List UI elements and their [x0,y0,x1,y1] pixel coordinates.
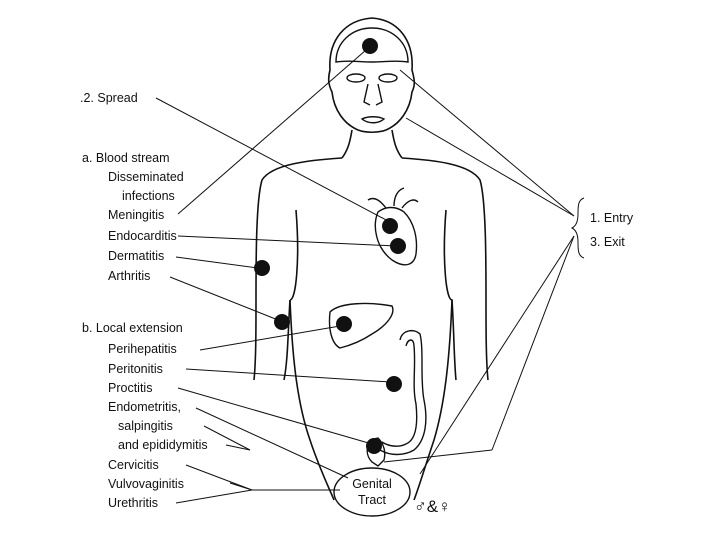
label-local-extension: b. Local extension [82,321,183,335]
label-dermatitis: Dermatitis [108,249,164,263]
right-shoulder-arm [401,157,489,381]
sex-symbols: ♂&♀ [414,497,451,516]
nose [363,83,383,106]
liver-dot [336,316,352,332]
label-exit: 3. Exit [590,235,625,249]
genital-tract-label-2: Tract [358,493,387,507]
heart-dot-lower [390,238,406,254]
right-labels: 1. Entry 3. Exit [590,211,634,249]
line-vulvovaginitis [229,482,253,491]
label-cervicitis: Cervicitis [108,458,159,472]
heart-vessels [367,187,419,209]
line-proctitis [177,387,373,445]
liver-outline [328,302,394,349]
right-torso [443,209,457,381]
left-shoulder-arm [253,157,343,381]
label-peritonitis: Peritonitis [108,362,163,376]
brain-dot [362,38,378,54]
line-endocarditis [177,235,397,247]
line-salpingitis [203,425,251,451]
left-eye [346,73,366,83]
label-blood-stream: a. Blood stream [82,151,170,165]
head-outline [327,17,416,134]
line-exit-tract [491,235,575,451]
heart-outline [374,206,418,266]
mouth [360,116,386,124]
line-exit-uterus [383,449,493,463]
genital-tract-label-1: Genital [352,477,392,491]
label-endometritis-2: salpingitis [118,419,173,433]
line-endometritis [195,407,349,479]
line-meningitis [177,49,367,215]
label-disseminated-1: Disseminated [108,170,184,184]
entry-exit-brace [570,197,585,259]
label-urethritis: Urethritis [108,496,158,510]
label-spread: .2. Spread [80,91,138,105]
body-outline [253,17,489,501]
label-meningitis: Meningitis [108,208,164,222]
label-disseminated-2: infections [122,189,175,203]
genital-tract-bubble [333,467,411,517]
right-hip [413,299,453,501]
left-hip [289,299,335,501]
label-arthritis: Arthritis [108,269,150,283]
label-entry: 1. Entry [590,211,634,225]
line-arthritis [169,276,279,321]
label-proctitis: Proctitis [108,381,152,395]
rectum-dot [366,438,382,454]
label-endometritis-1: Endometritis, [108,400,181,414]
line-epididymitis [225,444,251,451]
left-inner-arm [283,299,291,381]
line-spread [155,97,391,223]
colon-outline [379,329,427,456]
left-labels: .2. Spread a. Blood stream Disseminated … [80,91,208,510]
neck-left [341,129,353,159]
left-torso [289,209,299,301]
line-dermatitis [175,256,259,269]
label-vulvovaginitis: Vulvovaginitis [108,477,184,491]
colon-inner [381,339,418,447]
infection-sites [254,38,406,454]
elbow-joint-dot [274,314,290,330]
brain-outline [335,27,409,63]
peritoneum-dot [386,376,402,392]
arm-skin-dot [254,260,270,276]
line-cervicitis [185,464,253,491]
label-perihepatitis: Perihepatitis [108,342,177,356]
heart-dot-upper [382,218,398,234]
line-peritonitis [185,368,391,383]
line-perihepatitis [199,325,341,351]
line-entry-eye [399,69,575,217]
label-endometritis-3: and epididymitis [118,438,208,452]
line-exit-genital [419,235,575,475]
line-urethritis [175,489,253,504]
neck-right [391,129,403,159]
connector-lines [155,49,585,504]
right-eye [378,73,398,83]
label-endocarditis: Endocarditis [108,229,177,243]
line-entry-mouth [405,117,575,217]
